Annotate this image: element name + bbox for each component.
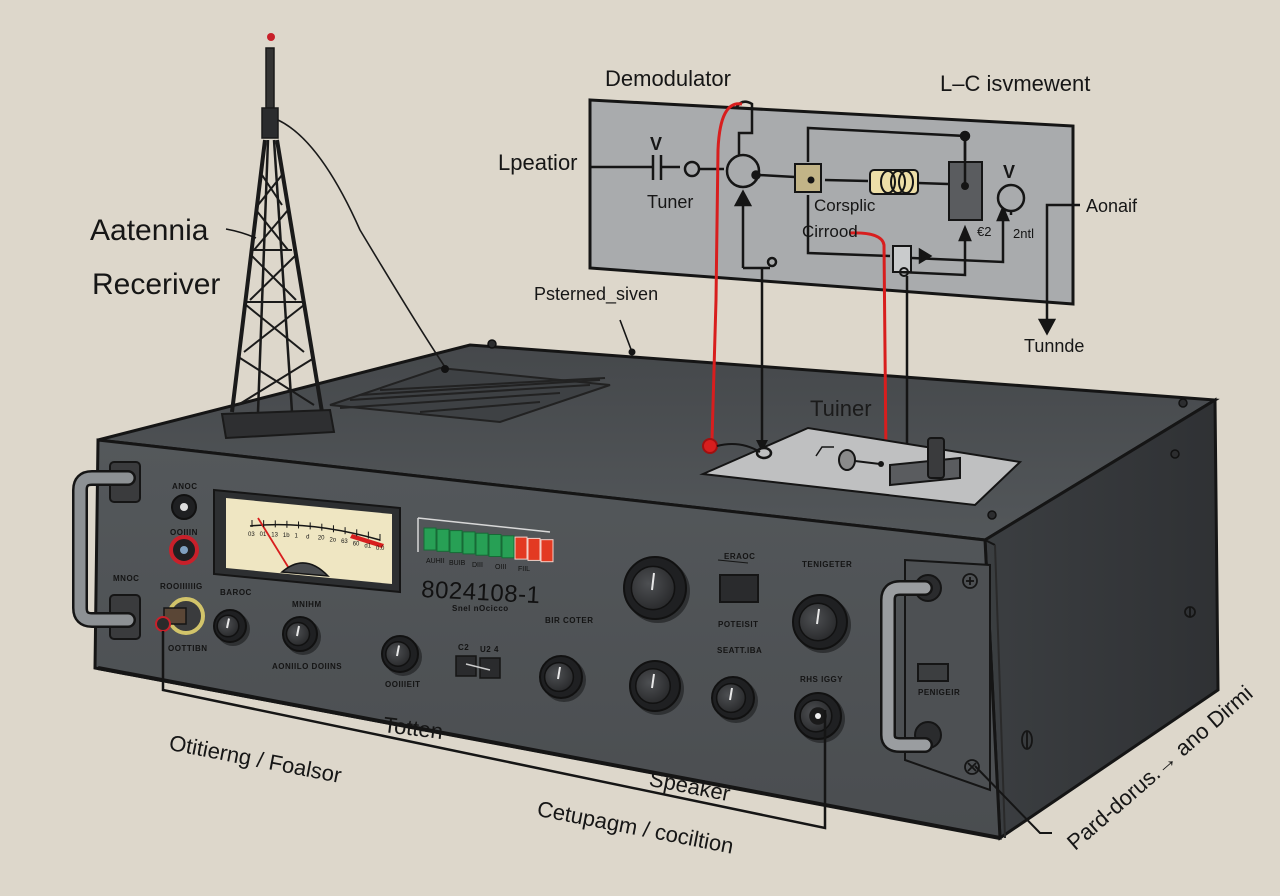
side-panel-label: PENIGEIR [918, 688, 961, 697]
label-left-input: Lpeatior [498, 150, 578, 175]
serial-sub-label: Snel nOcicco [452, 604, 509, 613]
inductor-coil [869, 169, 919, 195]
knob-label: SEATT.IBA [717, 646, 763, 655]
knob-label: OOTTIBN [168, 644, 208, 653]
screw-icons [487, 339, 1188, 520]
label-antenna: Aatennia [90, 214, 209, 247]
antenna-cable [277, 119, 446, 368]
vu-tick-label: 60 [353, 541, 360, 547]
antenna-tip-light [267, 33, 275, 41]
trimmer-block [892, 245, 912, 273]
led-segment [423, 527, 437, 551]
label-right-output: Aonaif [1086, 196, 1138, 216]
knob-label: BAROC [220, 588, 252, 597]
vu-tick-label: d [306, 534, 309, 540]
label-top-panel: Psterned_siven [534, 284, 659, 304]
label-lc-section: L–C isvmewent [940, 71, 1091, 96]
vu-scale-ticks: 03 01 13 1b 1 d 20 2o 63 60 d1 0.0 [248, 520, 385, 552]
led-segment [514, 536, 528, 560]
screw-icon [1021, 606, 1196, 750]
schematic-tuner-label: Tuner [647, 192, 694, 212]
control-knob[interactable] [792, 594, 851, 653]
vent-grille [329, 366, 611, 424]
schematic-v-right: V [1003, 162, 1016, 182]
led-bar-label: BUIB [449, 560, 466, 567]
control-knob[interactable] [213, 609, 250, 646]
vu-tick-label: 13 [271, 532, 278, 538]
vu-tick-label: 20 [318, 536, 325, 542]
switch-label: U2 4 [480, 645, 499, 654]
control-knob[interactable] [711, 676, 758, 723]
led-bar-label: OIII [495, 564, 507, 571]
leader-lines [161, 228, 1052, 834]
knob-label: RHS IGGY [800, 675, 844, 684]
label-down-arrow: Tunnde [1024, 336, 1085, 356]
schematic-node-2ntl: 2ntl [1013, 226, 1034, 241]
led-segment [488, 534, 502, 557]
jack-label: ROOIIIIIIG [160, 582, 203, 591]
switch-label: ERAOC [724, 552, 756, 561]
tuner-board [699, 426, 1023, 507]
knob-label: TENIGETER [802, 560, 853, 569]
schematic-coupling-label: Corsplic [814, 196, 876, 215]
front-jacks [155, 494, 205, 635]
knob-label: OOIIIEIT [385, 680, 421, 689]
vu-tick-label: 01 [260, 532, 267, 538]
rocker-switch[interactable] [719, 574, 759, 603]
led-segment [527, 537, 541, 561]
label-top-tuner: Tuiner [810, 396, 872, 421]
right-handle [880, 558, 1196, 792]
screw-icon [962, 573, 980, 775]
jack-label: MNOC [113, 574, 140, 583]
control-knob[interactable] [629, 660, 684, 715]
antenna-tower [220, 33, 449, 440]
led-segment [540, 539, 554, 563]
led-segment [501, 535, 515, 559]
led-segment [475, 532, 489, 556]
front-switches [455, 559, 759, 679]
knob-label: POTEISIT [718, 620, 759, 629]
vu-tick-label: 03 [248, 532, 255, 538]
control-knob[interactable] [623, 556, 690, 623]
label-receiver: Receriver [92, 268, 221, 301]
control-knob[interactable] [539, 655, 586, 702]
vu-tick-label: d1 [364, 544, 371, 550]
vu-tick-label: 1 [295, 533, 299, 539]
knob-label: BIR COTER [545, 616, 594, 625]
schematic-panel [588, 98, 1080, 336]
led-bar-label: DIII [472, 562, 483, 569]
led-segment [449, 530, 463, 554]
led-bar-label: FIIL [518, 566, 531, 573]
label-demodulator: Demodulator [605, 66, 731, 91]
control-knob[interactable] [381, 635, 422, 676]
switch-label: C2 [458, 643, 470, 652]
jack-label: OOIIIN [170, 528, 198, 537]
vu-tick-label: 0.0 [376, 546, 385, 552]
jack-label: ANOC [172, 482, 198, 491]
led-segment [436, 528, 450, 552]
red-input-jack [702, 438, 718, 454]
knob-label: AONIILO DOIINS [272, 662, 343, 671]
coupling-block [794, 163, 822, 193]
front-knobs [213, 556, 851, 743]
control-knob[interactable] [282, 616, 321, 655]
knob-label: MNIHM [292, 600, 322, 609]
left-handle [72, 461, 141, 640]
schematic-v-left: V [650, 134, 663, 154]
led-bar-meter [417, 517, 554, 563]
vu-tick-label: 63 [341, 539, 348, 545]
led-bar-label: AUHII [426, 558, 445, 565]
vu-tick-label: 2o [329, 537, 336, 543]
vu-meter: 03 01 13 1b 1 d 20 2o 63 60 d1 0.0 [213, 488, 401, 594]
led-segment [462, 531, 476, 555]
schematic-circuit-label: Cirrood [802, 222, 858, 241]
schematic-node-e2: €2 [977, 224, 992, 239]
power-indicator [917, 663, 949, 682]
vu-tick-label: 1b [283, 533, 290, 539]
